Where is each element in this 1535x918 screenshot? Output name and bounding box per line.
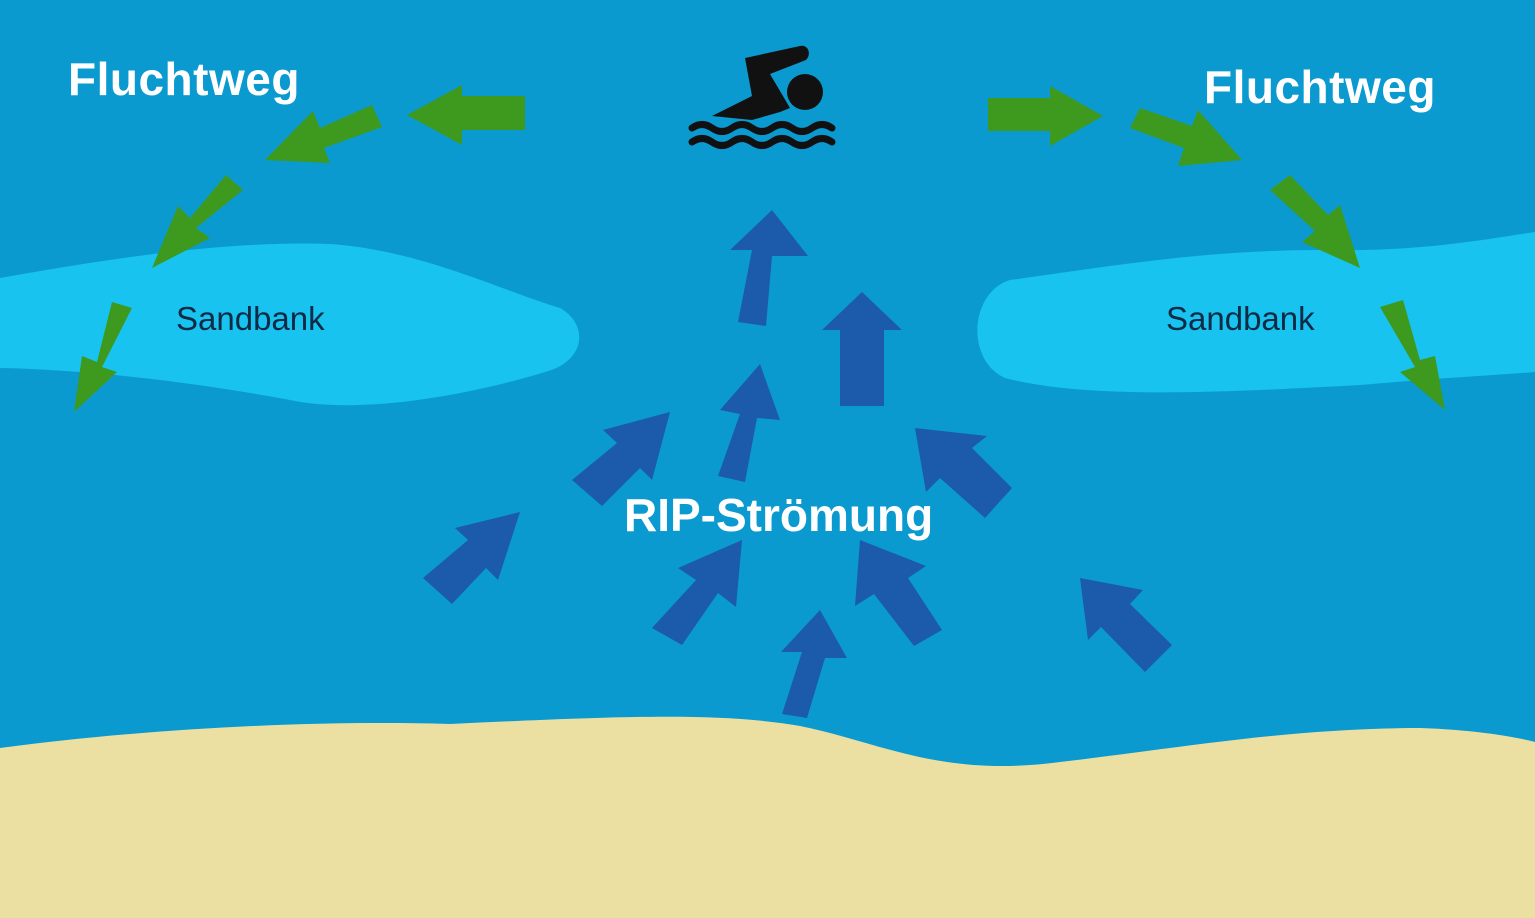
escape-arrow-right-3 bbox=[1270, 175, 1360, 268]
sandbank-left-shape bbox=[0, 243, 580, 406]
sandbank-label-right: Sandbank bbox=[1166, 300, 1315, 337]
sandbank-right-shape bbox=[977, 232, 1535, 393]
current-arrow-3 bbox=[855, 540, 942, 646]
escape-arrow-left-2 bbox=[265, 105, 382, 163]
swimmer-icon bbox=[688, 45, 836, 149]
escape-arrow-right-1 bbox=[988, 86, 1103, 146]
escape-arrow-left-3 bbox=[152, 175, 243, 268]
current-arrow-8 bbox=[718, 364, 780, 482]
current-arrow-9 bbox=[822, 292, 902, 406]
escape-route-label-left: Fluchtweg bbox=[68, 53, 300, 105]
rip-current-arrows bbox=[423, 210, 1172, 718]
current-arrow-5 bbox=[1080, 578, 1172, 672]
sandbank-label-left: Sandbank bbox=[176, 300, 325, 337]
current-arrow-7 bbox=[915, 428, 1012, 518]
current-arrow-2 bbox=[652, 540, 742, 645]
escape-arrow-left-4 bbox=[74, 302, 132, 412]
current-arrow-4 bbox=[423, 512, 520, 604]
escape-arrow-right-4 bbox=[1380, 300, 1445, 410]
escape-route-label-right: Fluchtweg bbox=[1204, 61, 1436, 113]
escape-arrow-right-2 bbox=[1130, 108, 1242, 166]
current-arrow-10 bbox=[730, 210, 808, 326]
escape-arrow-left-1 bbox=[407, 85, 525, 145]
current-arrow-1 bbox=[781, 610, 847, 718]
beach bbox=[0, 716, 1535, 918]
current-arrow-6 bbox=[572, 412, 670, 506]
rip-current-label: RIP-Strömung bbox=[624, 489, 934, 541]
